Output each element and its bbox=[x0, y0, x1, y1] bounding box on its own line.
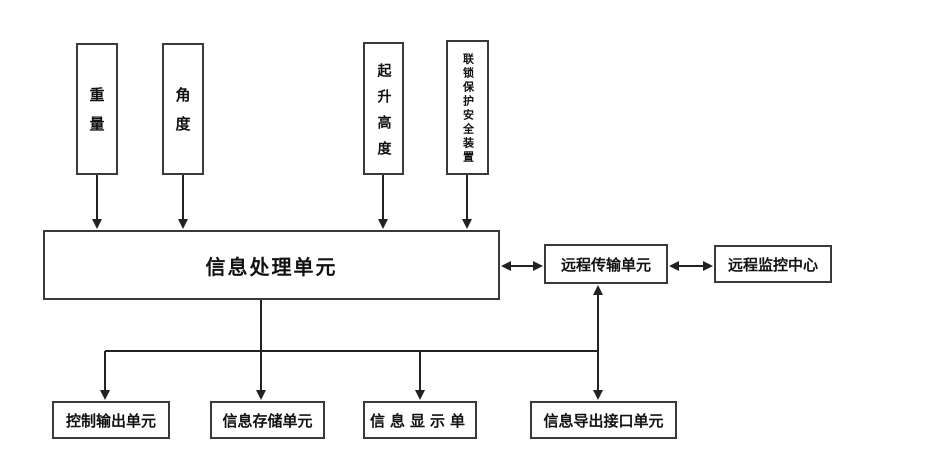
connector-transmission-export-bidirectional bbox=[593, 285, 603, 400]
processing-unit-box: 信息处理单元 bbox=[43, 230, 500, 300]
info-storage-label: 信息存储单元 bbox=[222, 411, 313, 430]
sensor-box-weight: 重量 bbox=[76, 43, 118, 175]
connector-height-to-processing bbox=[378, 175, 388, 229]
remote-monitoring-label: 远程监控中心 bbox=[727, 255, 818, 274]
sensor-box-angle-label: 角度 bbox=[173, 87, 192, 145]
info-export-interface-label: 信息导出接口单元 bbox=[543, 411, 664, 430]
connector-bus-to-display bbox=[415, 351, 425, 400]
sensor-box-weight-label: 重量 bbox=[87, 87, 106, 145]
info-storage-box: 信息存储单元 bbox=[210, 401, 325, 439]
connector-interlock-to-processing bbox=[462, 175, 472, 229]
control-output-label: 控制输出单元 bbox=[65, 411, 156, 430]
sensor-box-lifting-height: 起升高度 bbox=[363, 42, 404, 175]
remote-transmission-box: 远程传输单元 bbox=[544, 244, 668, 284]
control-output-box: 控制输出单元 bbox=[52, 401, 170, 439]
sensor-box-lifting-height-label: 起升高度 bbox=[375, 62, 392, 167]
info-display-box: 信息显示单 bbox=[363, 401, 477, 439]
info-export-interface-box: 信息导出接口单元 bbox=[530, 401, 677, 439]
sensor-box-angle: 角度 bbox=[162, 43, 204, 175]
remote-transmission-label: 远程传输单元 bbox=[560, 255, 651, 274]
connector-angle-to-processing bbox=[178, 175, 188, 229]
sensor-box-interlock-safety-label: 联锁保护安全装置 bbox=[461, 53, 475, 165]
connector-processing-to-storage bbox=[256, 300, 266, 400]
processing-unit-label: 信息处理单元 bbox=[205, 254, 338, 279]
connector-transmission-monitoring-bidirectional bbox=[669, 261, 713, 271]
info-display-label: 信息显示单 bbox=[369, 411, 470, 430]
sensor-box-interlock-safety: 联锁保护安全装置 bbox=[446, 40, 489, 175]
connector-processing-transmission-bidirectional bbox=[501, 261, 543, 271]
connector-bus-to-control-output bbox=[100, 351, 110, 400]
remote-monitoring-box: 远程监控中心 bbox=[714, 245, 832, 283]
connector-weight-to-processing bbox=[92, 175, 102, 229]
